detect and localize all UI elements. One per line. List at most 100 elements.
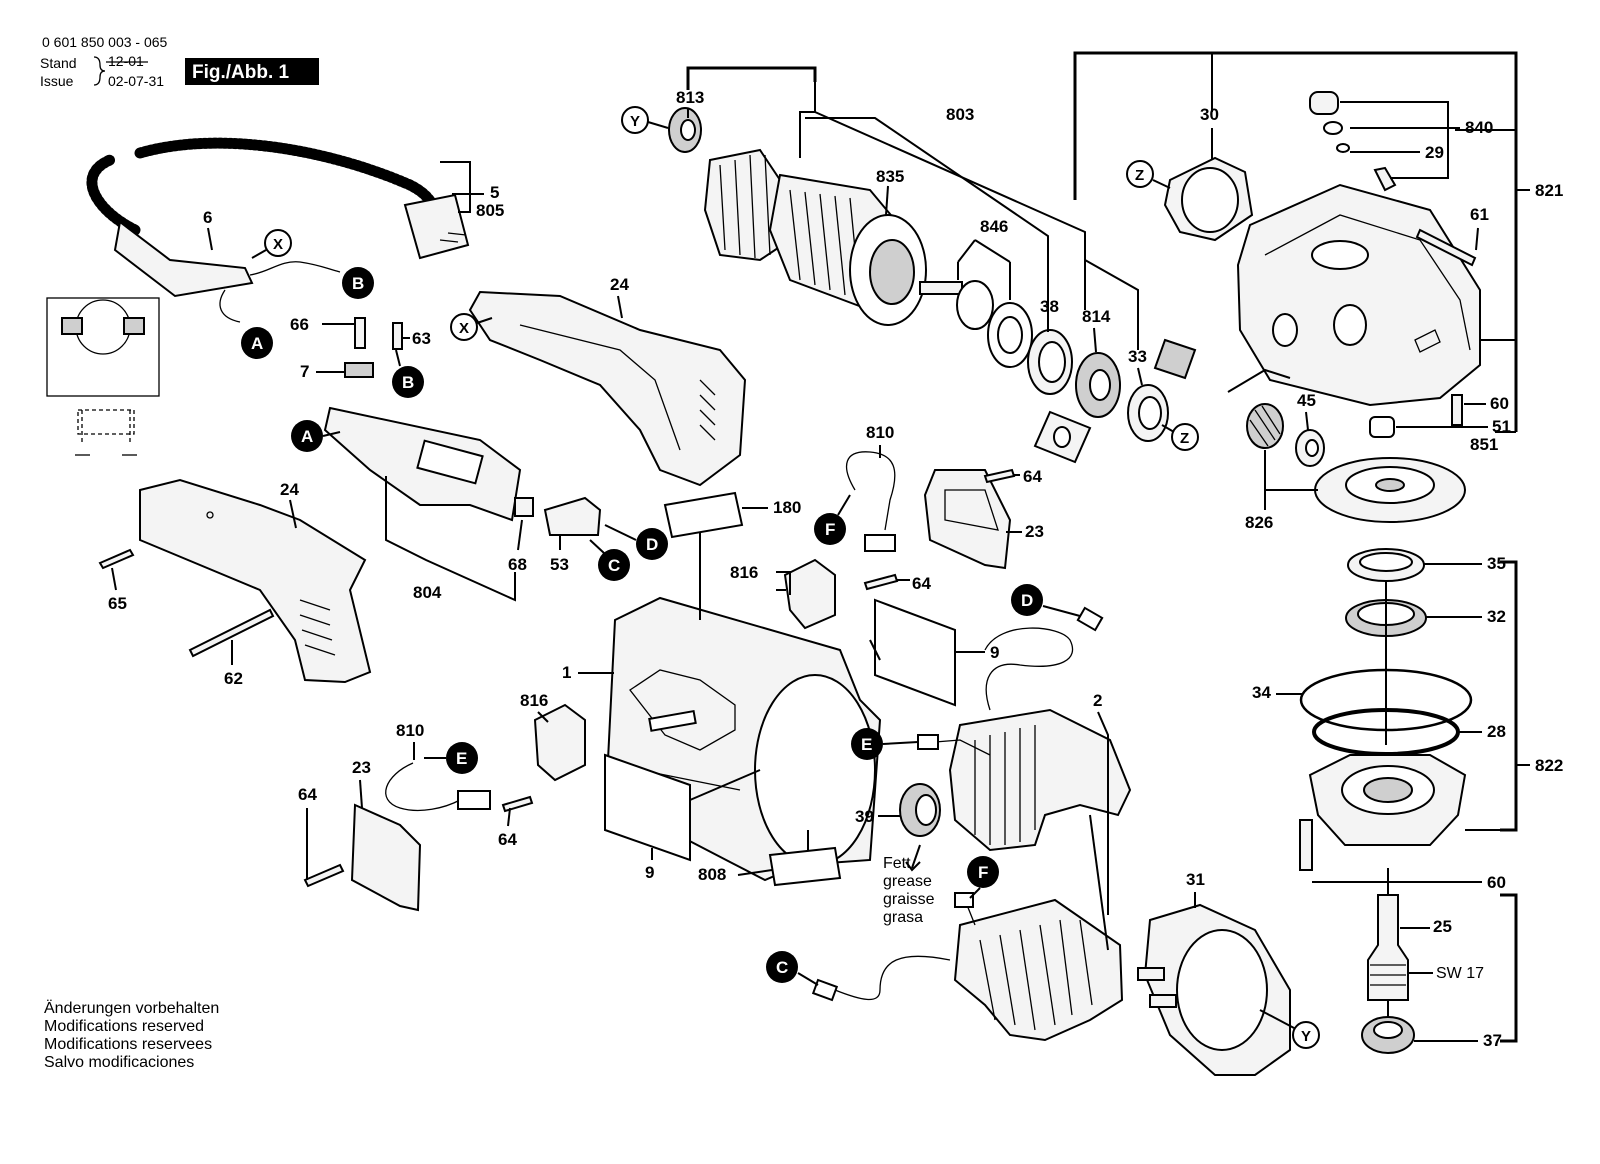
connector-a-switch [291,420,323,452]
part-label-805: 805 [476,201,504,220]
wrench-size-note: SW 17 [1436,965,1484,982]
part-label-804: 804 [413,583,442,602]
part-label-9-lower: 9 [645,863,654,882]
bracket-spindle [1500,893,1518,1043]
marker-z-bearing [1171,423,1199,451]
footer-note-fr: Modifications reservees [44,1036,212,1053]
part-label-23-lower: 23 [352,758,371,777]
spring-29a [1323,121,1343,135]
armature-assembly: 813 835 803 [668,66,1139,350]
part-label-813: 813 [676,88,704,107]
part-label-39: 39 [855,807,874,826]
part-label-816-lower: 816 [520,691,548,710]
part-label-38: 38 [1040,297,1059,316]
svg-text:A: A [301,427,313,446]
footer-note-en: Modifications reserved [44,1018,204,1035]
sticker-808 [768,846,842,887]
footer-note-es: Salvo modificaciones [44,1054,194,1071]
part-label-68: 68 [508,555,527,574]
part-label-6: 6 [203,208,212,227]
part-label-826: 826 [1245,513,1273,532]
sleeve-51 [1369,416,1395,438]
part-label-28: 28 [1487,722,1506,741]
field-coil-wire-d [984,627,1074,711]
connector-d-field [1011,584,1043,616]
part-label-7: 7 [300,362,309,381]
svg-text:D: D [1021,591,1033,610]
part-label-803: 803 [946,105,974,124]
footer-note-de: Änderungen vorbehalten [44,999,219,1017]
part-label-64-left: 64 [298,785,317,804]
spindle-lock-button [1309,91,1339,115]
grease-note-de: Fett [883,855,911,872]
connector-e-brush [446,742,478,774]
svg-text:Y: Y [1301,1028,1311,1045]
part-label-5: 5 [490,183,499,202]
part-label-60-lower: 60 [1487,873,1506,892]
bracket-brace [93,56,106,86]
screw-61 [1415,228,1477,267]
part-label-24-upper: 24 [610,275,629,294]
svg-text:B: B [402,373,414,392]
part-label-64-top: 64 [1023,467,1042,486]
motor-housing-opening [754,674,876,866]
screw-60-upper [1451,394,1463,426]
part-label-23-upper: 23 [1025,522,1044,541]
brush-cover-23-upper [923,469,1012,570]
doc-number: 0 601 850 003 - 065 [42,34,168,50]
circlip-846 [956,280,994,330]
part-label-2: 2 [1093,691,1102,710]
part-label-29: 29 [1425,143,1444,162]
field-coil-upper [948,708,1132,852]
switch-part-7 [344,362,374,378]
svg-text:Y: Y [630,113,640,130]
sticker-180 [663,491,744,539]
part-label-64-mid: 64 [912,574,931,593]
connector-c-switch [598,549,630,581]
end-shield-31: 31 [1089,814,1291,1076]
part-label-66: 66 [290,315,309,334]
screw-64-left [303,863,345,888]
screw-62 [188,608,275,658]
part-label-45: 45 [1297,391,1316,410]
gear-set-826: 45 826 [1227,368,1466,532]
connector-b-switch [392,366,424,398]
svg-text:A: A [251,334,263,353]
stand-value: 12-01 [108,53,144,69]
bearing-39: 39 Fett grease graisse grasa [855,783,941,926]
part-label-814: 814 [1082,307,1111,326]
brush-cover-23-lower [350,803,422,912]
brush-wire-810-upper [846,451,896,531]
part-label-63: 63 [412,329,431,348]
carbon-brush-lower [457,790,491,810]
part-label-51: 51 [1492,417,1511,436]
part-label-62: 62 [224,669,243,688]
svg-text:E: E [456,749,467,768]
spindle-assembly: 25 SW 17 37 [1361,868,1518,1054]
ring-29 [1336,143,1350,153]
footer-notes: Änderungen vorbehalten Modifications res… [44,999,219,1071]
handle-upper-body [468,290,747,487]
power-plug [403,193,470,260]
handle-lower-body [139,478,372,684]
part-label-24-lower: 24 [280,480,299,499]
part-label-31: 31 [1186,870,1205,889]
part-label-821: 821 [1535,181,1563,200]
fig-label-box [185,58,319,85]
gear-head-assembly: 30 840 29 61 60 51 851 821 [1073,51,1563,454]
part-label-25: 25 [1433,917,1452,936]
brush-holder-816-lower [533,703,586,782]
issue-value: 02-07-31 [108,73,164,89]
spindle-25 [1367,894,1409,1001]
part-label-65: 65 [108,594,127,613]
screw-64-lower-mid [501,795,534,813]
handle-lower-24: 24 65 62 [98,478,372,688]
connector-f-brush [814,513,846,545]
grease-note-en: grease [883,873,932,890]
brush-wire-810-lower [385,762,461,812]
marker-z-flange [1126,160,1154,188]
connector-f-field [967,856,999,888]
connector-b-cord [342,267,374,299]
connector-a-cord [241,327,273,359]
field-coil-wire-c [834,955,951,1001]
